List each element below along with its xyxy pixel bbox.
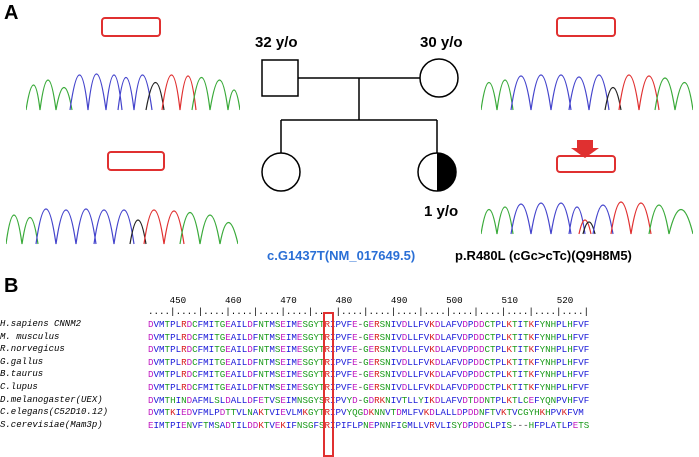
ruler-number: 510 xyxy=(501,295,518,306)
sibling-symbol xyxy=(261,152,301,192)
chromatogram-proband-right xyxy=(481,140,693,236)
ruler-number: 480 xyxy=(335,295,353,306)
sequence-row: DVMTPLRDCFMITGEAILDFNTMSEIMESGYTRIPVFE-G… xyxy=(148,356,590,368)
pedigree xyxy=(261,58,459,192)
proband-age: 1 y/o xyxy=(424,203,459,220)
ruler-number: 490 xyxy=(390,295,408,306)
protein-variant: p.R480L (cGc>cTc)(Q9H8M5) xyxy=(455,248,632,263)
species-label: C.lupus xyxy=(0,382,38,392)
sequence-row: DVMTPLRDCFMITGEAILDFNTMSEIMESGYTRIPVFE-G… xyxy=(148,344,590,356)
ruler-number: 450 xyxy=(169,295,187,306)
ruler-number: 500 xyxy=(446,295,463,306)
species-label: H.sapiens CNNM2 xyxy=(0,319,82,329)
panel-label-b: B xyxy=(4,275,19,297)
alignment-panel: 450 460 470 480 490 500 510 520 ....|....|....|… xyxy=(0,295,699,457)
chromatogram-father xyxy=(26,10,240,114)
panel-label-a: A xyxy=(4,2,19,24)
alignment-ruler-dots: ....|....|....|....|....|....|....|....|… xyxy=(148,306,590,317)
cdna-variant: c.G1437T(NM_017649.5) xyxy=(267,248,416,263)
species-label: G.gallus xyxy=(0,356,44,367)
sequence-row: DVMTPLRDCFMITGEAILDFNTMSEIMESGYTRIPVFE-G… xyxy=(148,369,590,381)
species-label: C.elegans(C52D10.12) xyxy=(0,407,109,418)
father-symbol xyxy=(261,59,299,97)
species-label: M. musculus xyxy=(0,331,60,342)
chromatogram-proband-left xyxy=(6,146,238,246)
chromatogram-mother xyxy=(481,10,693,114)
species-label: B.taurus xyxy=(0,369,44,380)
sequence-row: DVMTKIEDVFMLPDTTVLNAKTVIEVLMKGYTRIPVYQGD… xyxy=(148,407,584,419)
sequence-row: DVMTPLRDCFMITGEAILDFNTMSEIMESGYTRIPVFE-G… xyxy=(148,331,590,343)
residue-480-highlight xyxy=(322,312,334,457)
species-label: R.norvegicus xyxy=(0,344,65,355)
ruler-number: 520 xyxy=(556,295,574,306)
species-label: D.melanogaster(UEX) xyxy=(0,394,103,405)
mother-age: 30 y/o xyxy=(420,34,463,51)
ruler-number: 460 xyxy=(224,295,242,306)
sequence-row: DVMTPLRDCFMITGEAILDFNTMSEIMESGYTRIPVFE-G… xyxy=(148,382,590,393)
mother-symbol xyxy=(419,58,459,98)
sequence-row: EIMTPIENVFTMSADTILDDKTVEKIFNSGFSRIPIFLPN… xyxy=(148,419,590,431)
species-label: S.cerevisiae(Mam3p) xyxy=(0,419,103,430)
sequence-row: DVMTHINDAFMLSLDALLDFETVSEIMNSGYSRIPVYD-G… xyxy=(148,394,590,406)
ruler-number: 470 xyxy=(280,295,297,306)
sequence-row: DVMTPLRDCFMITGEAILDFNTMSEIMESGYTRIPVFE-G… xyxy=(148,319,590,330)
father-age: 32 y/o xyxy=(255,34,298,51)
